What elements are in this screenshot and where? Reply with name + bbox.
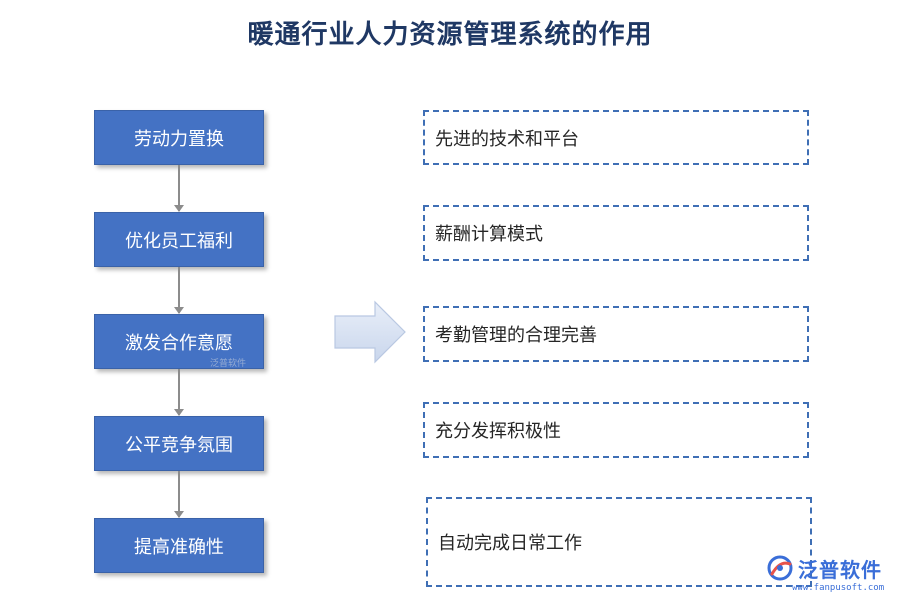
- benefit-box-4: 充分发挥积极性: [423, 402, 809, 458]
- brand-logo: 泛普软件: [766, 553, 882, 583]
- logo-text: 泛普软件: [798, 557, 882, 582]
- page-title: 暖通行业人力资源管理系统的作用: [247, 20, 653, 50]
- connector-arrow-3: [174, 369, 184, 416]
- benefit-box-3: 考勤管理的合理完善: [423, 306, 809, 362]
- benefit-label-2: 薪酬计算模式: [435, 224, 543, 245]
- step-box-4: 公平竞争氛围: [94, 416, 264, 471]
- logo-url: www.fanpusoft.com: [792, 583, 885, 593]
- fanpu-logo-icon: [767, 555, 793, 581]
- benefit-label-1: 先进的技术和平台: [435, 128, 579, 150]
- step-box-2: 优化员工福利: [94, 212, 264, 267]
- step-box-5: 提高准确性: [94, 518, 264, 573]
- benefit-label-5: 自动完成日常工作: [438, 533, 582, 554]
- watermark: 泛普软件: [210, 359, 247, 369]
- benefit-box-1: 先进的技术和平台: [423, 110, 809, 165]
- benefit-label-3: 考勤管理的合理完善: [435, 325, 597, 346]
- connector-arrow-4: [174, 471, 184, 518]
- step-box-3: 激发合作意愿: [94, 314, 264, 369]
- right-arrow-icon: [333, 300, 407, 364]
- step-box-1: 劳动力置换: [94, 110, 264, 165]
- benefit-box-5: 自动完成日常工作: [426, 497, 812, 587]
- connector-arrow-2: [174, 267, 184, 314]
- connector-arrow-1: [174, 165, 184, 212]
- benefit-box-2: 薪酬计算模式: [423, 205, 809, 261]
- benefit-label-4: 充分发挥积极性: [435, 421, 561, 442]
